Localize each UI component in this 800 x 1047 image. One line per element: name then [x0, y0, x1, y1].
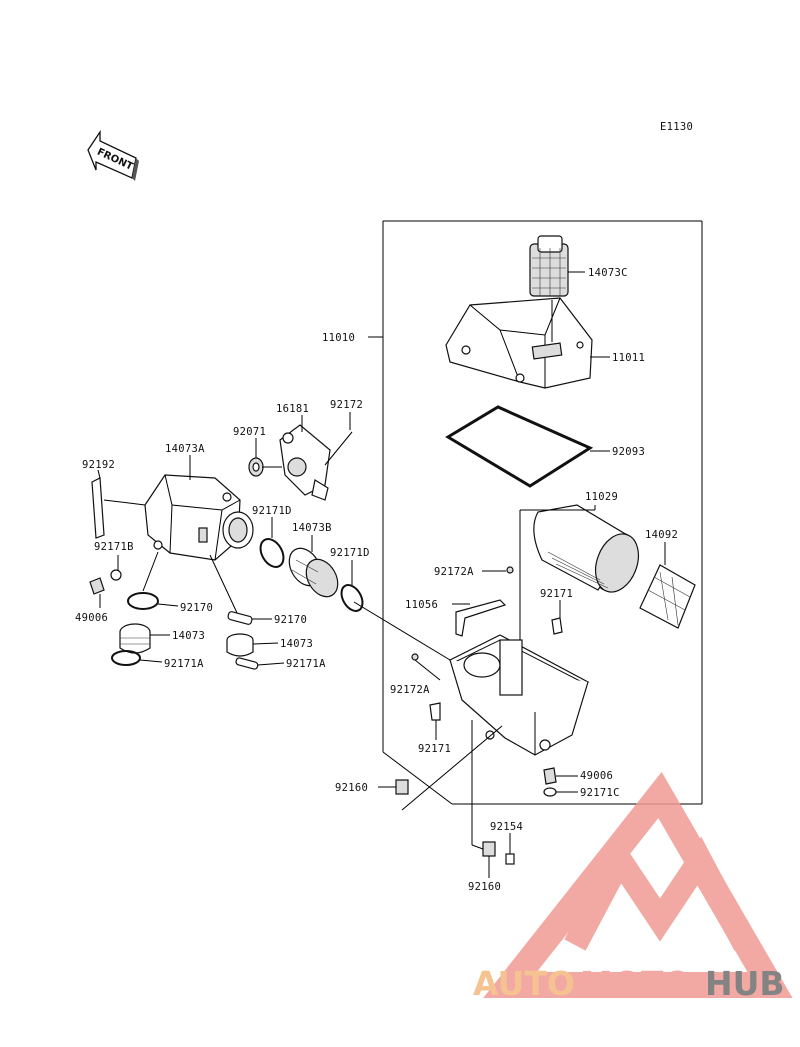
- part-screws-bracket: [452, 566, 563, 637]
- part-hose-set-right: [226, 611, 285, 670]
- label-16181: 16181: [276, 403, 309, 415]
- watermark-hub: HUB: [705, 964, 785, 1003]
- label-14092: 14092: [645, 529, 678, 541]
- label-49006-right: 49006: [580, 770, 613, 782]
- label-92160-left: 92160: [335, 782, 368, 794]
- label-92171a-1: 92171A: [164, 658, 204, 670]
- front-arrow-icon: FRONT: [87, 129, 139, 181]
- label-92170-2: 92170: [274, 614, 307, 626]
- label-11011: 11011: [612, 352, 645, 364]
- label-92172a-bot: 92172A: [390, 684, 430, 696]
- label-92172a-top: 92172A: [434, 566, 474, 578]
- part-14073-hose-left: [119, 623, 170, 654]
- part-small-left: [89, 555, 122, 608]
- part-drains: [378, 720, 578, 878]
- label-11010: 11010: [322, 332, 355, 344]
- part-11029-filter: [519, 504, 640, 695]
- part-92171a-clamp-left: [111, 650, 163, 666]
- part-14073c-drawing: [529, 235, 585, 297]
- diagram-code: E1130: [660, 121, 693, 133]
- label-49006-left: 49006: [75, 612, 108, 624]
- part-14073a-case: [144, 455, 254, 616]
- part-16181-throttle-body: [279, 412, 353, 501]
- label-14073-2: 14073: [280, 638, 313, 650]
- label-92093: 92093: [612, 446, 645, 458]
- label-92171d-2: 92171D: [330, 547, 370, 559]
- label-14073a: 14073A: [165, 443, 205, 455]
- part-labels: 11010 14073C 11011 92093 11029 14092 921…: [75, 267, 678, 893]
- label-14073c: 14073C: [588, 267, 628, 279]
- part-11010-air-box: [353, 601, 590, 756]
- label-14073-1: 14073: [172, 630, 205, 642]
- label-11029: 11029: [585, 491, 618, 503]
- label-92160-bot: 92160: [468, 881, 501, 893]
- label-92170-1: 92170: [180, 602, 213, 614]
- label-92154: 92154: [490, 821, 523, 833]
- label-92171-right: 92171: [540, 588, 573, 600]
- part-92192-hose: [91, 469, 146, 539]
- label-92172: 92172: [330, 399, 363, 411]
- watermark-moto: MOTO: [580, 964, 691, 1003]
- label-92171-bot: 92171: [418, 743, 451, 755]
- label-92171a-2: 92171A: [286, 658, 326, 670]
- part-11011-cover: [445, 297, 610, 389]
- watermark-auto: AUTO: [473, 964, 575, 1003]
- label-92171d-1: 92171D: [252, 505, 292, 517]
- part-14092-screen: [639, 542, 696, 629]
- part-ducts-mid: [259, 517, 364, 612]
- label-92071: 92071: [233, 426, 266, 438]
- label-11056: 11056: [405, 599, 438, 611]
- part-92071-grommet: [248, 438, 282, 477]
- part-92170-clamp: [127, 551, 179, 610]
- part-92093-gasket: [445, 405, 610, 488]
- label-92171c: 92171C: [580, 787, 620, 799]
- label-92171b: 92171B: [94, 541, 134, 553]
- automotohub-logo: AUTO MOTO HUB: [473, 771, 793, 1003]
- label-14073b: 14073B: [292, 522, 332, 534]
- label-92192: 92192: [82, 459, 115, 471]
- assembly-bracket: [368, 220, 703, 805]
